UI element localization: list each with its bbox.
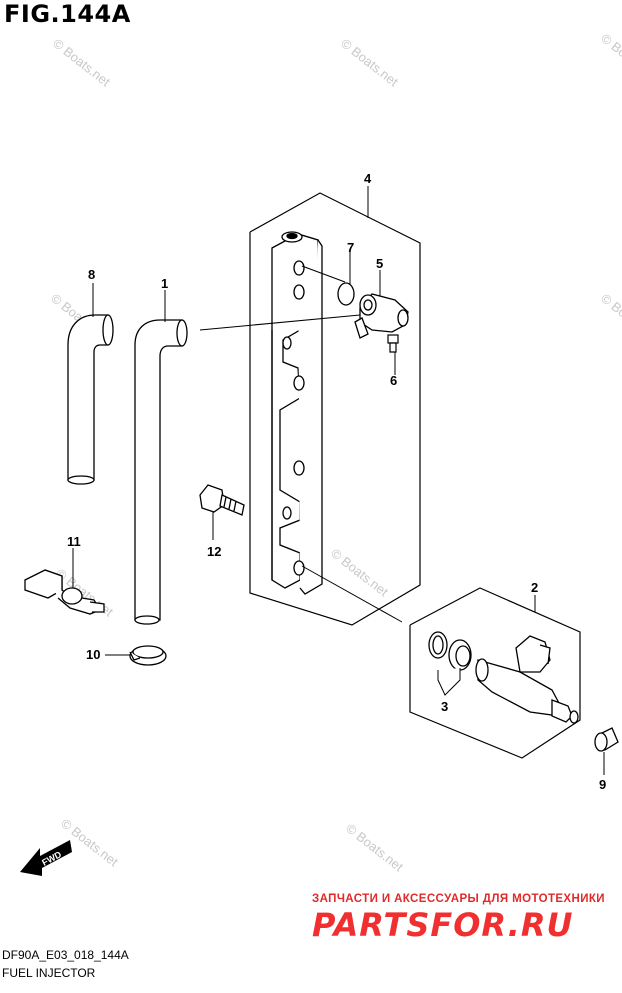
callout-9: 9: [599, 777, 606, 792]
callout-1: 1: [161, 276, 168, 291]
callout-4: 4: [364, 171, 372, 186]
watermark-layer: © Boats.net © Boats.net © Boats.net © Bo…: [48, 31, 622, 875]
watermark: © Boats.net: [343, 821, 406, 875]
callout-2: 2: [531, 580, 538, 595]
o-ring-part-7: [337, 282, 355, 306]
watermark: © Boats.net: [328, 546, 391, 600]
hose-part-1: [134, 319, 188, 625]
clip-part-11: [24, 548, 105, 615]
cap-part-9: [594, 727, 619, 775]
watermark: © Boats.net: [598, 291, 622, 345]
callout-5: 5: [376, 256, 383, 271]
callout-8: 8: [88, 267, 95, 282]
hose-part-8: [67, 314, 114, 485]
model-code: DF90A_E03_018_144A: [2, 948, 129, 962]
callout-12: 12: [207, 544, 221, 559]
regulator-part-5: [354, 293, 409, 339]
watermark: © Boats.net: [598, 31, 622, 85]
delivery-pipe-box: [249, 186, 421, 626]
callout-11: 11: [67, 534, 81, 549]
forward-arrow: FWD: [20, 840, 72, 876]
shop-tagline: ЗАПЧАСТИ И АКСЕССУАРЫ ДЛЯ МОТОТЕХНИКИ: [312, 893, 605, 905]
leader-lines: [199, 252, 403, 623]
injector-part-2: [475, 635, 579, 724]
bolt-part-12: [199, 484, 245, 540]
callout-7: 7: [347, 240, 354, 255]
callout-numbers: 1 2 3 4 5 6 7 8 9 10 11 12: [67, 171, 606, 792]
watermark: © Boats.net: [50, 36, 113, 90]
figure-title: FIG.144A: [4, 0, 131, 28]
fuel-rail: [271, 231, 323, 595]
clamp-part-10: [105, 645, 167, 666]
watermark: © Boats.net: [338, 36, 401, 90]
seal-part-3: [428, 631, 472, 696]
figure-caption: FUEL INJECTOR: [2, 966, 96, 980]
injector-box: [409, 587, 581, 759]
callout-6: 6: [390, 373, 397, 388]
screw-part-6: [387, 334, 399, 353]
callout-10: 10: [86, 647, 100, 662]
callout-3: 3: [441, 699, 448, 714]
shop-brand-logo: PARTSFOR.RU: [312, 906, 574, 944]
